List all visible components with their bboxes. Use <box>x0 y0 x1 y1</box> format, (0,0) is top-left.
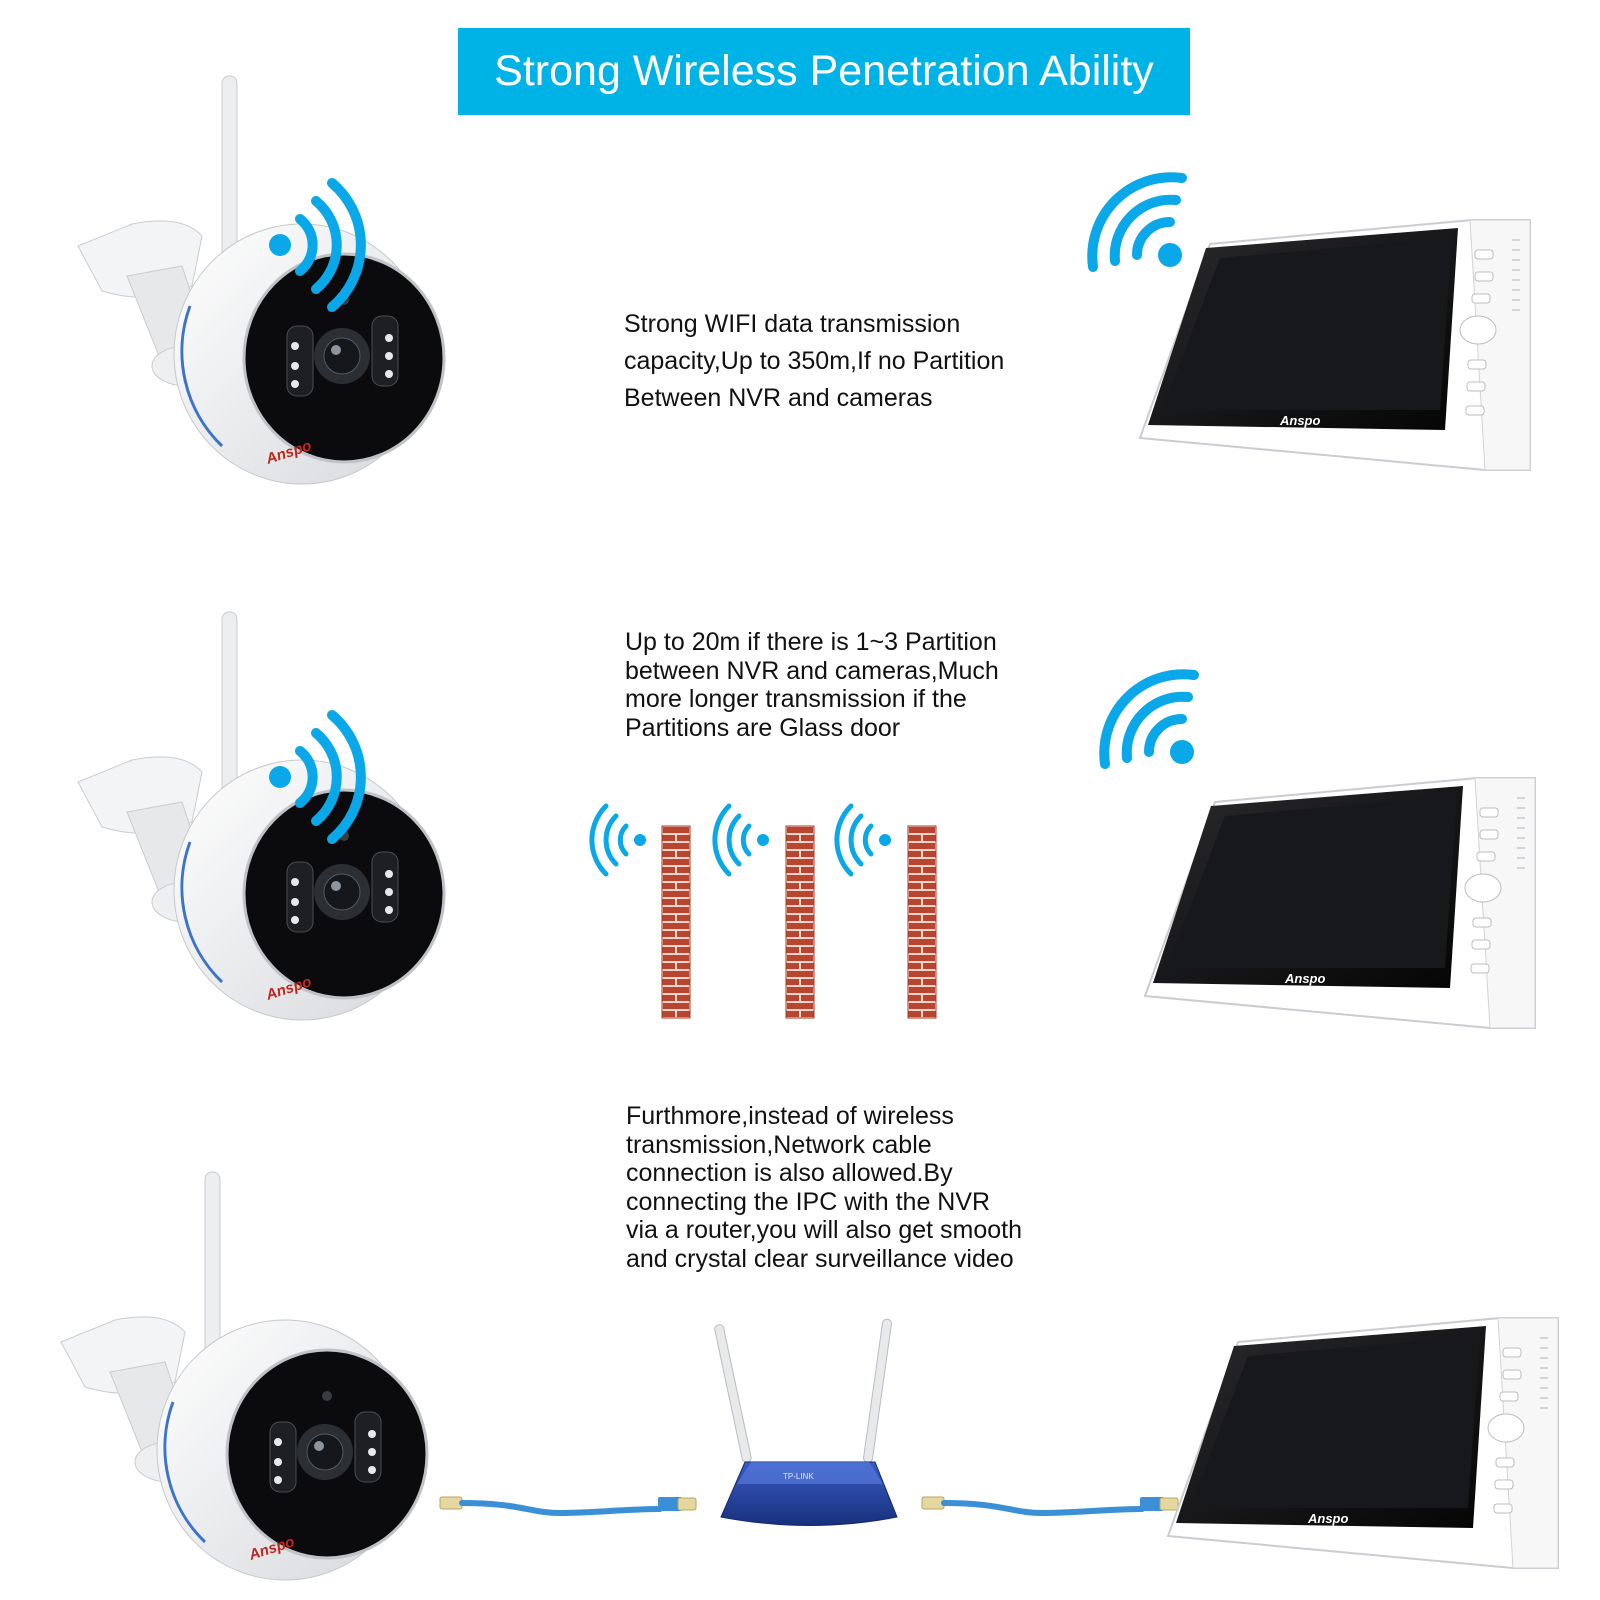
wifi-signal-icon <box>1092 662 1202 772</box>
wifi-signal-icon <box>595 800 655 880</box>
network-cable-1 <box>440 1493 700 1523</box>
page-title: Strong Wireless Penetration Ability <box>494 47 1154 95</box>
brick-wall-icon <box>907 825 937 1019</box>
scenario-2-description: Up to 20m if there is 1~3 Partition betw… <box>625 628 999 742</box>
router-label: TP-LINK <box>783 1472 814 1481</box>
router: TP-LINK <box>714 1318 898 1526</box>
title-banner: Strong Wireless Penetration Ability <box>458 28 1190 115</box>
wifi-signal-icon <box>718 800 778 880</box>
camera-2: Anspo <box>76 610 446 1022</box>
brick-wall-icon <box>785 825 815 1019</box>
camera-3: Anspo <box>59 1170 429 1582</box>
nvr-monitor-1: Anspo <box>1139 219 1531 471</box>
camera-1: Anspo <box>76 74 446 486</box>
nvr-monitor-2: Anspo <box>1144 777 1536 1029</box>
nvr-monitor-3: Anspo <box>1167 1317 1559 1569</box>
network-cable-2 <box>922 1493 1182 1523</box>
nvr-brand-label: Anspo <box>1284 971 1326 986</box>
brick-wall-icon <box>661 825 691 1019</box>
wifi-signal-icon <box>265 175 365 315</box>
wifi-signal-icon <box>840 800 900 880</box>
scenario-1-description: Strong WIFI data transmission capacity,U… <box>624 310 1005 412</box>
nvr-brand-label: Anspo <box>1279 413 1321 428</box>
scenario-3-description: Furthmore,instead of wireless transmissi… <box>626 1102 1023 1273</box>
nvr-brand-label: Anspo <box>1307 1511 1349 1526</box>
wifi-signal-icon <box>265 707 365 847</box>
